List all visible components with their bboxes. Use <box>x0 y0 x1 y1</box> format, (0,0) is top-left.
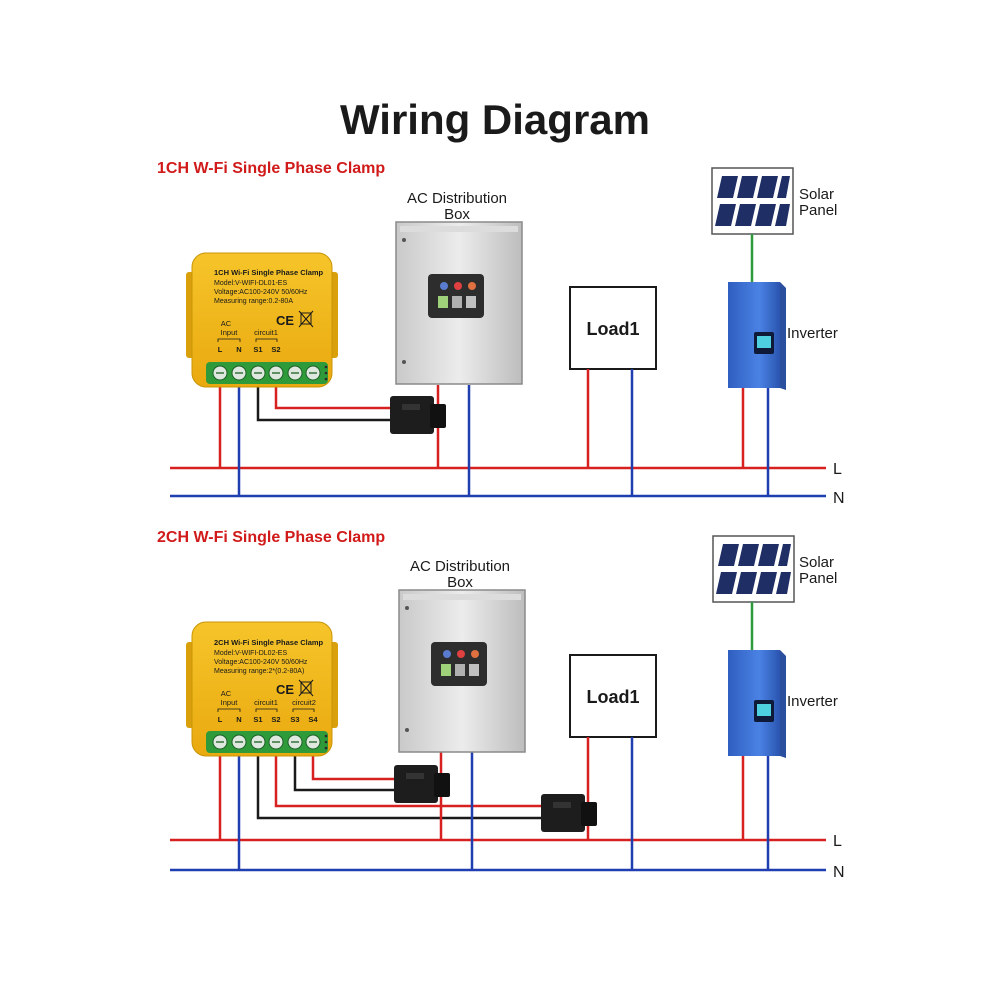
clamp-meter-device <box>186 252 338 388</box>
solar-label-line2: Panel <box>799 570 837 587</box>
neutral-label: N <box>833 490 845 507</box>
weee-icon <box>298 310 314 328</box>
device-range: Measuring range:2*(0.2-80A) <box>214 668 304 675</box>
box-label-line2: Box <box>444 206 470 223</box>
inverter <box>728 282 786 390</box>
circuit2-label: circuit2 <box>292 698 316 707</box>
box-label-line2: Box <box>447 574 473 591</box>
device-model: Model:V-WIFI-DL01-ES <box>214 280 287 287</box>
current-clamp-2 <box>541 794 597 832</box>
input-bracket <box>217 338 241 342</box>
device-name: 1CH Wi-Fi Single Phase Clamp <box>214 268 324 277</box>
input-label: Input <box>221 328 239 337</box>
circuit1-bracket <box>255 708 278 712</box>
section-1ch: L N AC Distribu <box>170 167 845 507</box>
clamp2-black-wire <box>256 754 550 820</box>
clamp-meter-device <box>186 621 338 757</box>
solar-panel <box>711 167 794 235</box>
live-label: L <box>833 461 842 478</box>
solar-label-line1: Solar <box>799 186 834 203</box>
terminal-s2: S2 <box>271 715 280 724</box>
ac-label: AC <box>221 319 232 328</box>
terminal-l: L <box>218 345 223 354</box>
terminal-n: N <box>236 345 241 354</box>
load-label: Load1 <box>586 687 639 707</box>
inverter <box>728 650 786 758</box>
current-clamp <box>390 396 446 434</box>
device-voltage: Voltage:AC100-240V 50/60Hz <box>214 659 308 666</box>
section-title-1ch: 1CH W-Fi Single Phase Clamp <box>157 160 386 177</box>
weee-icon <box>298 679 314 697</box>
input-bracket <box>217 708 241 712</box>
live-label: L <box>833 833 842 850</box>
inverter-label: Inverter <box>787 325 838 342</box>
clamp-black-wire <box>256 385 400 422</box>
clamp1-red-wire <box>311 754 400 781</box>
ac-distribution-box <box>398 589 526 753</box>
current-clamp-1 <box>394 765 450 803</box>
ac-label: AC <box>221 689 232 698</box>
box-label-line1: AC Distribution <box>410 558 510 575</box>
clamp2-red-wire <box>274 754 550 808</box>
load-label: Load1 <box>586 319 639 339</box>
device-model: Model:V-WIFI-DL02-ES <box>214 650 287 657</box>
load-box <box>569 286 657 370</box>
terminal-s4: S4 <box>308 715 318 724</box>
terminal-s1: S1 <box>253 715 262 724</box>
section-title-2ch: 2CH W-Fi Single Phase Clamp <box>157 529 386 546</box>
circuit2-bracket <box>292 708 315 712</box>
ce-mark: CE <box>276 682 294 697</box>
terminal-s3: S3 <box>290 715 299 724</box>
clamp1-black-wire <box>293 754 400 792</box>
solar-label-line1: Solar <box>799 554 834 571</box>
terminal-s1: S1 <box>253 345 262 354</box>
circuit1-bracket <box>255 338 278 342</box>
load-box <box>569 654 657 738</box>
box-label-line1: AC Distribution <box>407 190 507 207</box>
circuit1-label: circuit1 <box>254 328 278 337</box>
device-name: 2CH Wi-Fi Single Phase Clamp <box>214 638 324 647</box>
solar-label-line2: Panel <box>799 202 837 219</box>
neutral-label: N <box>833 864 845 881</box>
page-title: Wiring Diagram <box>340 96 650 143</box>
circuit1-label: circuit1 <box>254 698 278 707</box>
clamp-red-wire <box>274 385 400 410</box>
ce-mark: CE <box>276 313 294 328</box>
section-2ch: L N AC Distribution <box>170 535 845 881</box>
terminal-l: L <box>218 715 223 724</box>
device-voltage: Voltage:AC100-240V 50/60Hz <box>214 289 308 296</box>
device-range: Measuring range:0.2-80A <box>214 298 293 305</box>
terminal-n: N <box>236 715 241 724</box>
solar-panel <box>712 535 795 603</box>
terminal-s2: S2 <box>271 345 280 354</box>
inverter-label: Inverter <box>787 693 838 710</box>
input-label: Input <box>221 698 239 707</box>
ac-distribution-box <box>395 221 523 385</box>
